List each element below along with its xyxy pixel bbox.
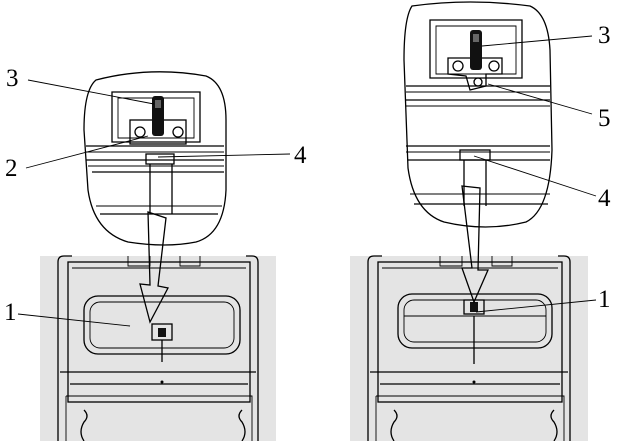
left-appliance-front	[40, 255, 276, 441]
callout-right-3: 3	[598, 22, 611, 49]
callout-left-4: 4	[294, 142, 307, 169]
callout-left-2: 2	[5, 155, 18, 182]
right-appliance-front	[350, 255, 588, 441]
right-detail-balloon	[403, 1, 553, 228]
callout-left-1: 1	[4, 299, 17, 326]
right-door-panel	[397, 293, 553, 349]
callout-right-4: 4	[598, 185, 611, 212]
left-detail-balloon	[83, 71, 227, 246]
callout-right-1: 1	[598, 286, 611, 313]
right-pointer-arrow	[461, 185, 489, 304]
callout-right-5: 5	[598, 105, 611, 132]
right-panel: 3 5 4 1	[350, 1, 611, 441]
callout-left-3: 3	[6, 65, 19, 92]
left-panel: 3 2 4 1	[4, 65, 307, 441]
left-pointer-arrow	[139, 211, 169, 324]
